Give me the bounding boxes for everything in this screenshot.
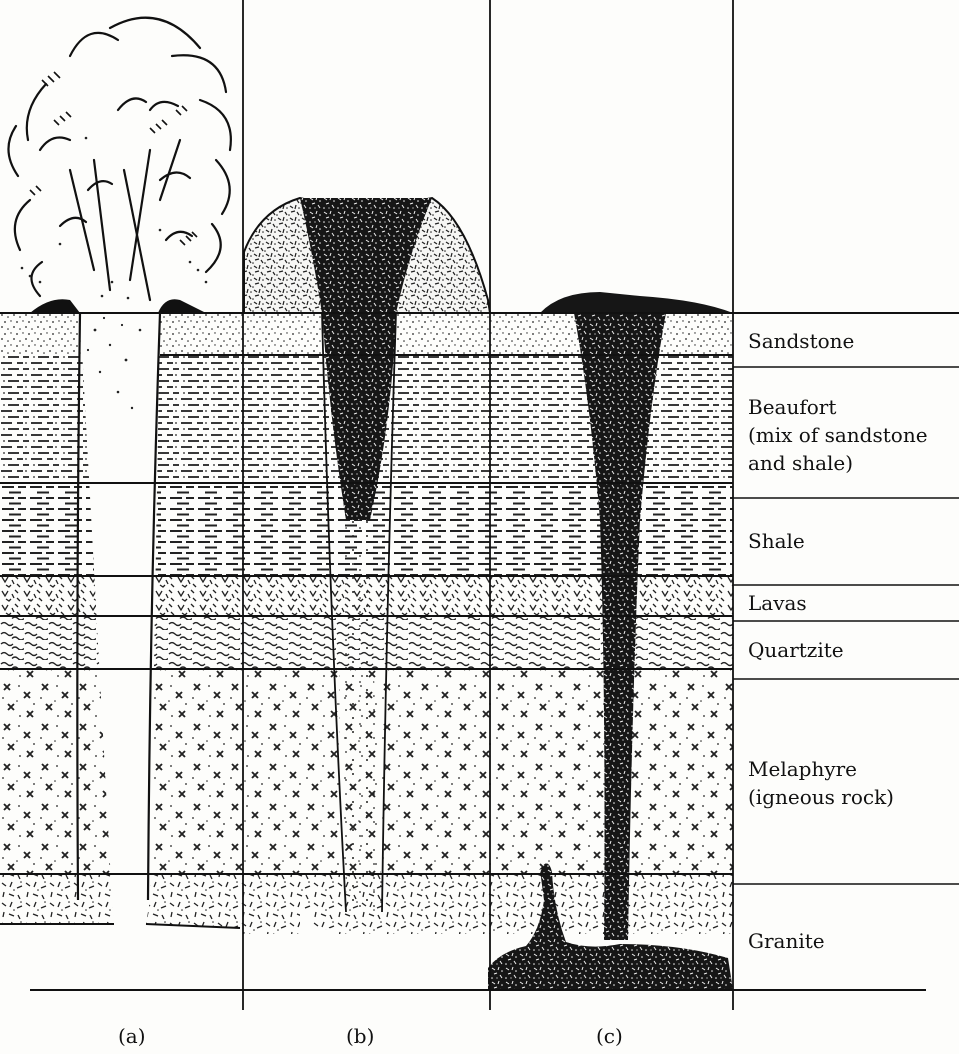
label-melaphyre-sub: (igneous rock) [748, 784, 894, 810]
cloud-hatching [30, 72, 197, 245]
label-lavas: Lavas [748, 590, 807, 616]
label-shale: Shale [748, 528, 805, 554]
label-quartzite: Quartzite [748, 637, 844, 663]
caption-panel-a: (a) [118, 1024, 146, 1048]
surface-mound-c [540, 292, 733, 313]
crater-rim-right [158, 299, 206, 313]
label-beaufort: Beaufort [748, 394, 836, 420]
label-beaufort-sub-2: and shale) [748, 450, 853, 476]
label-sandstone: Sandstone [748, 328, 854, 354]
cloud-dots [21, 137, 208, 300]
label-beaufort-sub-1: (mix of sandstone [748, 422, 928, 448]
label-granite: Granite [748, 928, 825, 954]
eruption-cloud [8, 18, 230, 300]
caption-panel-c: (c) [596, 1024, 623, 1048]
crater-rim-left [30, 299, 80, 313]
caption-panel-b: (b) [346, 1024, 374, 1048]
label-melaphyre: Melaphyre [748, 756, 857, 782]
